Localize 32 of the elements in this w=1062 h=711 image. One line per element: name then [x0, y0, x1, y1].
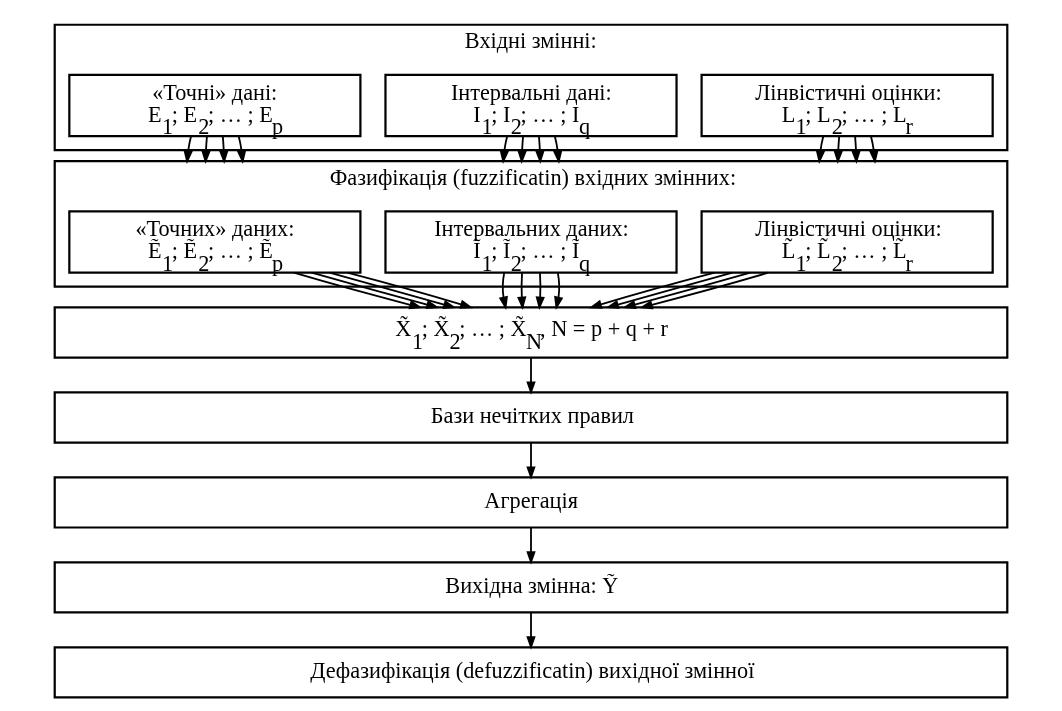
node-box: Агрегація: [53, 476, 1009, 529]
arrow: [219, 135, 229, 164]
arrow: [346, 271, 474, 309]
node-box: Бази нечітких правил: [53, 391, 1009, 444]
arrow: [622, 271, 752, 310]
arrow: [498, 272, 508, 310]
arrow: [833, 135, 843, 164]
arrow: [328, 271, 457, 309]
arrow: [526, 441, 536, 480]
node-box: Вихідна змінна: Ỹ: [53, 561, 1009, 614]
arrow: [499, 135, 509, 164]
arrow: [605, 271, 734, 309]
arrow: [535, 272, 545, 310]
arrow: [526, 356, 536, 395]
arrow: [183, 135, 193, 164]
arrow: [851, 135, 861, 164]
arrow: [588, 271, 716, 309]
arrow: [517, 272, 527, 310]
arrow: [535, 135, 545, 164]
arrow: [553, 135, 563, 164]
arrow: [236, 135, 247, 164]
node-box: Дефазифікація (defuzzificatin) вихідної змінної: [53, 646, 1009, 699]
arrow: [815, 135, 826, 164]
arrow: [526, 611, 536, 650]
arrow: [292, 271, 423, 310]
arrow: [869, 135, 879, 164]
arrow: [554, 272, 564, 310]
arrow: [526, 526, 536, 565]
arrow: [310, 271, 440, 310]
arrow: [639, 271, 770, 310]
arrow: [517, 135, 527, 164]
arrow: [201, 135, 211, 164]
